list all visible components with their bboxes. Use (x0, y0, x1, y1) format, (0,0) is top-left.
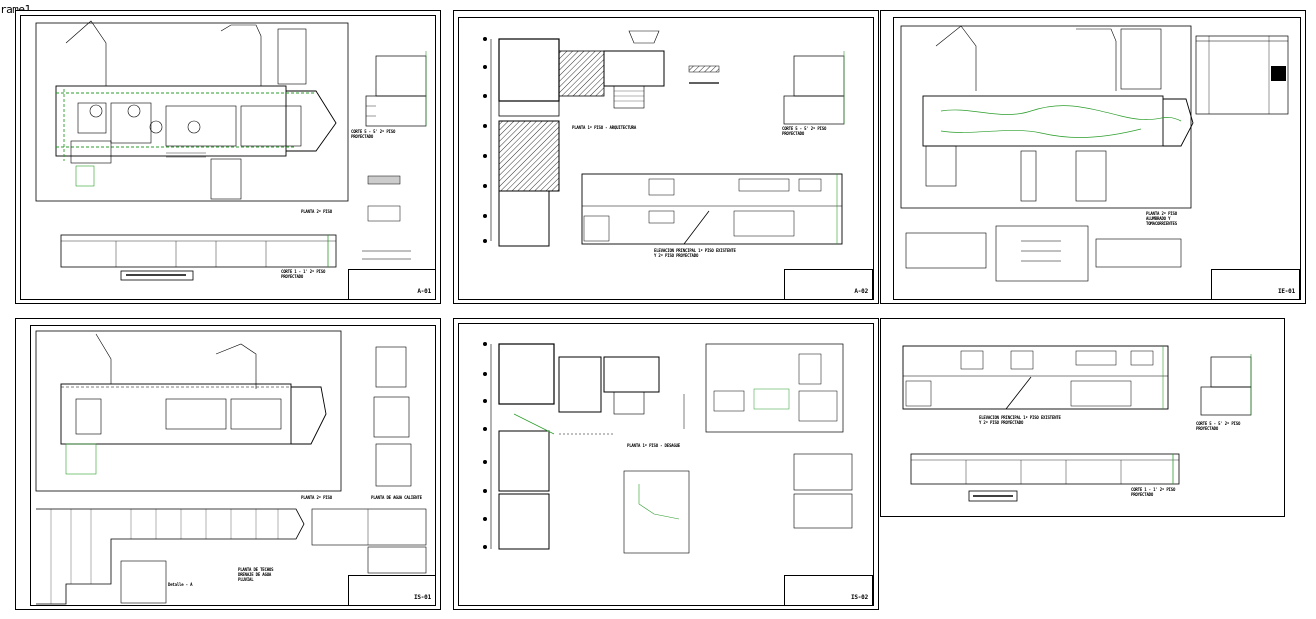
drainage-plan (483, 342, 853, 554)
plan-label: PLANTA 1º PISO - DESAGUE (627, 443, 680, 448)
sheet-code: IS-02 (850, 594, 868, 601)
ground-floor-plan (483, 30, 845, 247)
floor-plan-2nd-floor (35, 20, 427, 281)
title-block: A-01 (348, 269, 436, 300)
title-block: IS-02 (784, 575, 873, 606)
sheet-a02[interactable]: PLANTA 1º PISO - ARQUITECTURA CORTE 5 - … (453, 10, 879, 304)
sheet-code: IE-01 (1277, 288, 1295, 295)
sheet-code: IS-01 (413, 594, 431, 601)
plan-label: PLANTA 1º PISO - ARQUITECTURA (572, 125, 637, 130)
plan-label: PLANTA DE AGUA CALIENTE (371, 495, 422, 500)
sheet-is01[interactable]: PLANTA 2º PISO PLANTA DE AGUA CALIENTE P… (15, 318, 441, 610)
drawing-border (458, 17, 874, 300)
drawing-border (458, 323, 874, 606)
sheet-code: A-01 (417, 288, 431, 295)
electrical-plan (900, 25, 1289, 282)
sheet-is02[interactable]: PLANTA 1º PISO - DESAGUE IS-02 (453, 318, 879, 610)
sheet-code: A-02 (854, 288, 868, 295)
drawing-border (30, 325, 436, 606)
drawing-border (20, 15, 436, 300)
elevation-drawings (902, 345, 1252, 502)
title-block: IS-01 (348, 575, 436, 606)
detail-label: Detalle - A (168, 582, 193, 587)
title-block: A-02 (784, 269, 873, 300)
drawing-border (893, 17, 1301, 300)
plan-label: PLANTA 2º PISO (301, 209, 332, 214)
title-block: IE-01 (1211, 269, 1300, 300)
plan-label: PLANTA 2º PISO (301, 495, 332, 500)
plumbing-plan (35, 330, 427, 605)
